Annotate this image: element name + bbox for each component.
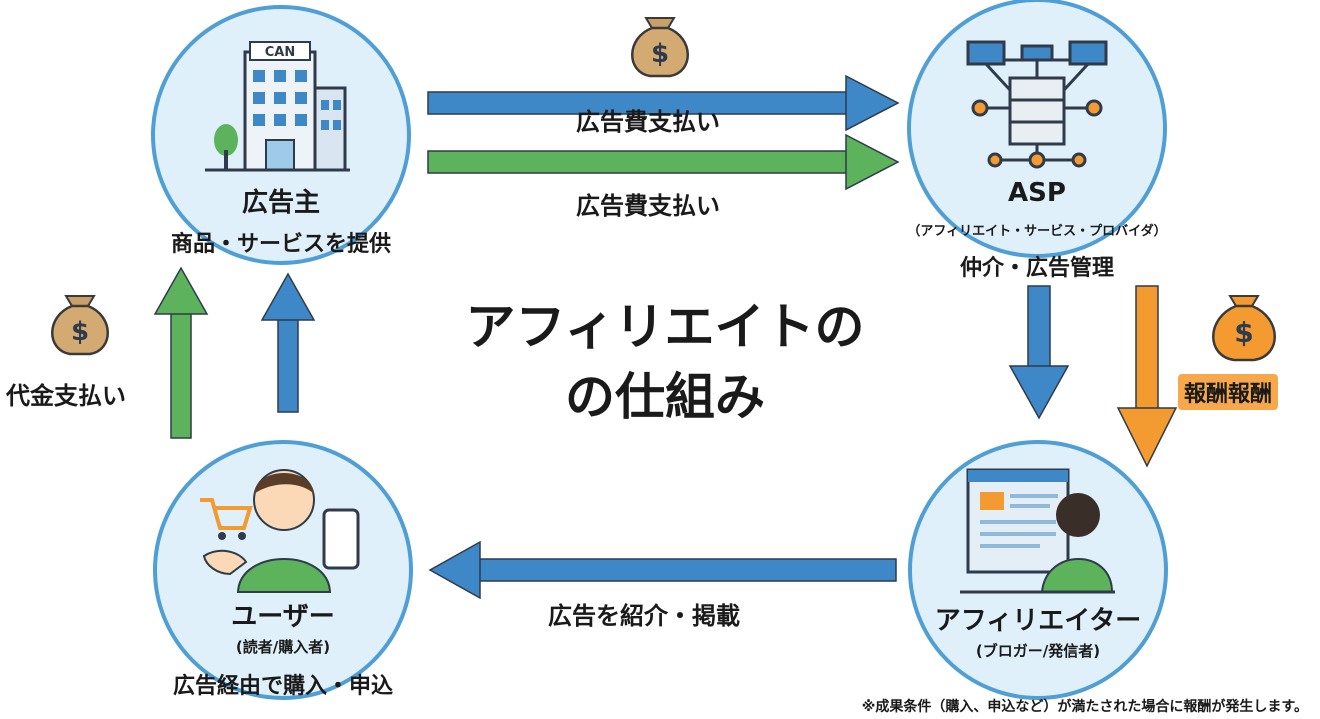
svg-text:$: $ [71,317,89,347]
arrow-ad-fee-bottom [427,133,900,191]
affiliate-title: アフィリエイター [934,606,1142,636]
arrow-user-to-adv-green [153,266,209,439]
footnote: ※成果条件（購入、申込など）が満たされた場合に報酬が発生します。 [861,699,1308,715]
arrow-user-to-adv-blue [260,272,316,413]
asp-full-name: （アフィリエイト・サービス・プロバイダ） [907,224,1167,239]
svg-text:$: $ [651,39,669,69]
user-title: ユーザー [231,602,335,632]
advertiser-role: 商品・サービスを提供 [170,232,391,257]
money-bag-icon-orange: $ [1212,295,1276,362]
label-ad-fee-top: 広告費支払い [576,108,720,136]
asp-title: ASP [1008,178,1066,208]
label-ad-fee-bottom: 広告費支払い [576,192,720,220]
label-reward: 報酬報酬 [1178,374,1279,410]
affiliate-sub: (ブロガー/発信者) [975,642,1101,660]
center-title-line2: の仕組み [565,368,765,426]
label-introduce-ad: 広告を紹介・掲載 [548,602,740,630]
server-network-icon [966,40,1108,169]
arrow-asp-to-affiliate-blue [1008,285,1070,420]
center-title-line1: アフィリエイトの [465,298,865,356]
blogger-computer-icon [960,468,1115,594]
money-bag-icon-top: $ [630,16,690,78]
shopper-person-icon [200,469,360,593]
arrow-ad-fee-top [427,74,900,132]
arrow-affiliate-to-user [428,540,897,600]
shopping-cart-icon [200,498,253,540]
label-payment: 代金支払い [6,382,126,410]
svg-text:$: $ [1234,316,1253,349]
advertiser-title: 広告主 [241,188,320,218]
user-sub: (読者/購入者) [235,638,331,656]
user-role: 広告経由で購入・申込 [172,674,393,699]
building-icon [205,41,350,172]
money-bag-icon-left: $ [50,294,110,356]
smartphone-icon [322,508,360,570]
arrow-reward-orange [1116,285,1178,468]
asp-role: 仲介・広告管理 [959,256,1114,281]
building-sign: CAN [265,45,295,60]
